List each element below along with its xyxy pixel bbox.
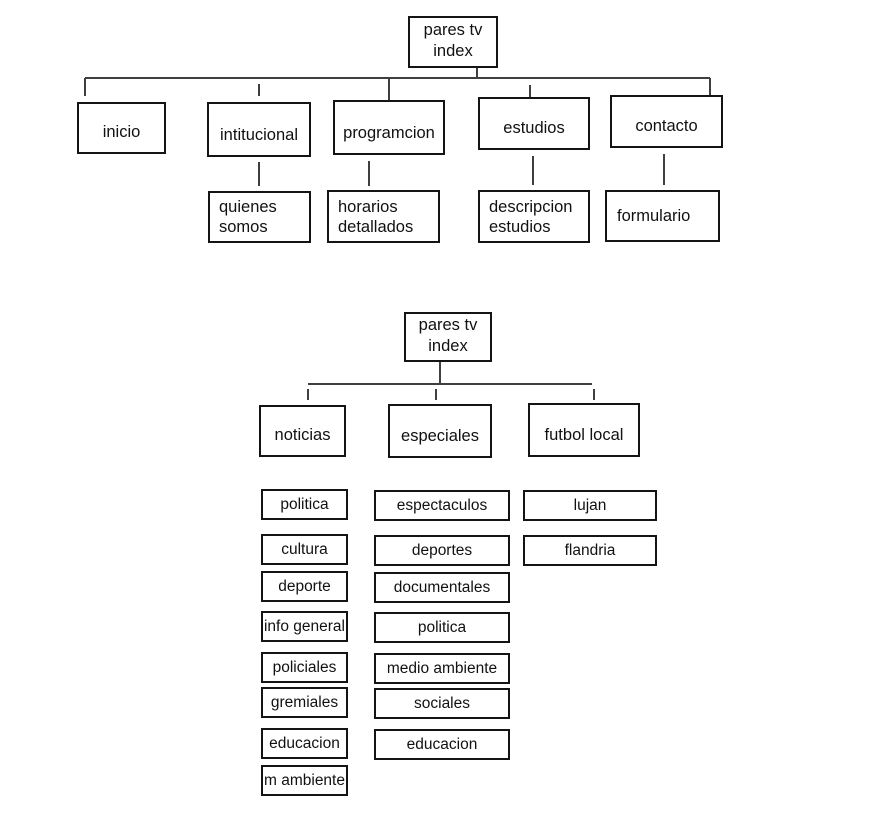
list-item-espectaculos: espectaculos [374,490,510,521]
list-item-gremiales: gremiales [261,687,348,718]
list-item-educacion-especiales: educacion [374,729,510,760]
list-item-medio-ambiente: medio ambiente [374,653,510,684]
node-contacto: contacto [610,95,723,148]
list-item-documentales: documentales [374,572,510,603]
list-item-m-ambiente: m ambiente [261,765,348,796]
node-descripcion-estudios: descripcion estudios [478,190,590,243]
node-pares-tv-index-top: pares tv index [408,16,498,68]
node-pares-tv-index-bottom: pares tv index [404,312,492,362]
list-item-info-general: info general [261,611,348,642]
node-programcion: programcion [333,100,445,155]
list-item-politica-especiales: politica [374,612,510,643]
list-item-deporte: deporte [261,571,348,602]
list-item-flandria: flandria [523,535,657,566]
node-intitucional: intitucional [207,102,311,157]
node-horarios-detallados: horarios detallados [327,190,440,243]
list-item-policiales: policiales [261,652,348,683]
node-noticias: noticias [259,405,346,457]
list-item-politica-noticias: politica [261,489,348,520]
node-especiales: especiales [388,404,492,458]
node-estudios: estudios [478,97,590,150]
list-item-lujan: lujan [523,490,657,521]
list-item-deportes: deportes [374,535,510,566]
node-futbol-local: futbol local [528,403,640,457]
node-formulario: formulario [605,190,720,242]
node-inicio: inicio [77,102,166,154]
list-item-sociales: sociales [374,688,510,719]
list-item-cultura: cultura [261,534,348,565]
node-quienes-somos: quienes somos [208,191,311,243]
list-item-educacion-noticias: educacion [261,728,348,759]
